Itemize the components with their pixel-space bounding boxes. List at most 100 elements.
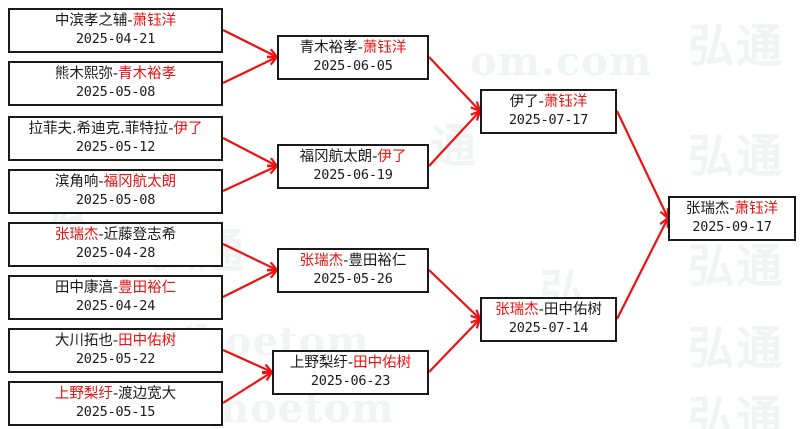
player-right: 豊田裕仁 (118, 280, 177, 297)
bracket-connector-line (428, 318, 481, 373)
bracket-connector-line (222, 269, 278, 298)
match-date: 2025-06-23 (310, 373, 391, 389)
player-separator: - (372, 149, 378, 166)
player-right: 萧钰洋 (362, 40, 407, 57)
player-left: 拉菲夫.希迪克.菲特拉 (28, 121, 169, 138)
player-separator: - (98, 174, 104, 191)
match-date: 2025-06-19 (313, 167, 393, 183)
match-players: 田中康湻-豊田裕仁 (55, 279, 176, 298)
match-date: 2025-05-15 (75, 404, 156, 420)
match-date: 2025-06-05 (313, 58, 393, 74)
player-separator: - (347, 355, 354, 372)
player-left: 青木裕孝 (299, 40, 358, 57)
match-players: 拉菲夫.希迪克.菲特拉-伊了 (29, 120, 203, 139)
bracket-connector-line (222, 371, 273, 404)
bracket-connector-line (222, 56, 278, 84)
bracket-connector-line (428, 56, 481, 112)
match-date: 2025-04-24 (75, 298, 156, 314)
match-players: 伊了-萧钰洋 (510, 93, 588, 112)
player-left: 大川拓也 (54, 333, 113, 350)
bracket-connector-arrowhead (659, 215, 670, 228)
match-players: 张瑞杰-豊田裕仁 (300, 252, 407, 271)
bracket-connector-line (222, 137, 278, 167)
match-players: 张瑞杰-田中佑树 (495, 301, 602, 320)
bracket-connector-line (222, 165, 278, 192)
match-date: 2025-05-12 (75, 139, 156, 155)
player-separator: - (127, 13, 133, 30)
player-left: 中滨孝之辅 (54, 13, 128, 30)
player-left: 张瑞杰 (299, 253, 344, 270)
bracket-connector-line (222, 348, 273, 374)
bracket-connector-arrowhead (262, 370, 275, 381)
match-date: 2025-04-21 (75, 31, 156, 47)
match-players: 张瑞杰-近藤登志希 (55, 226, 176, 245)
player-left: 上野梨纡 (54, 386, 113, 403)
match-date: 2025-07-17 (508, 112, 589, 128)
player-separator: - (168, 121, 174, 138)
player-right: 福冈航太朗 (103, 174, 177, 191)
player-separator: - (538, 302, 544, 319)
player-left: 张瑞杰 (685, 201, 730, 218)
player-left: 福冈航太朗 (299, 149, 373, 166)
watermark-text: 通 (430, 119, 478, 173)
watermark-text: 弘通 (688, 391, 784, 429)
player-right: 豊田裕仁 (348, 253, 407, 270)
player-right: 田中佑树 (353, 355, 412, 372)
bracket-connector-arrowhead (267, 268, 280, 279)
match-date: 2025-07-14 (508, 320, 589, 336)
player-left: 滨角响 (54, 174, 99, 191)
player-separator: - (98, 227, 104, 244)
bracket-connector-arrowhead (267, 55, 280, 66)
player-right: 伊了 (173, 121, 203, 138)
player-left: 熊木熙弥 (54, 66, 113, 83)
match-players: 滨角响-福冈航太朗 (55, 173, 176, 192)
watermark-text: 弘通 (688, 19, 784, 73)
bracket-connector-arrowhead (470, 317, 482, 329)
match-date: 2025-05-08 (75, 84, 156, 100)
bracket-connector-arrowhead (470, 101, 482, 113)
bracket-connector-line (428, 269, 481, 320)
match-players: 张瑞杰-萧钰洋 (686, 200, 778, 219)
player-right: 萧钰洋 (132, 13, 177, 30)
match-players: 中滨孝之辅-萧钰洋 (55, 12, 176, 31)
bracket-connector-line (616, 110, 669, 219)
match-date: 2025-05-22 (75, 351, 156, 367)
player-right: 萧钰洋 (543, 94, 588, 111)
player-separator: - (112, 333, 119, 350)
bracket-connector-line (428, 110, 481, 167)
bracket-connector-arrowhead (267, 261, 280, 272)
match-players: 青木裕孝-萧钰洋 (300, 39, 407, 58)
match-players: 上野梨纡-渡边宽大 (55, 385, 176, 404)
player-left: 张瑞杰 (495, 302, 539, 319)
player-right: 萧钰洋 (734, 201, 779, 218)
player-right: 近藤登志希 (103, 227, 177, 244)
bracket-connector-arrowhead (470, 109, 482, 121)
match-players: 福冈航太朗-伊了 (300, 148, 407, 167)
bracket-connector-line (222, 243, 278, 271)
player-separator: - (112, 386, 119, 403)
match-date: 2025-09-17 (692, 219, 772, 235)
player-left: 张瑞杰 (54, 227, 99, 244)
player-separator: - (112, 66, 119, 83)
bracket-connector-arrowhead (267, 48, 280, 59)
player-separator: - (538, 94, 544, 111)
player-right: 田中佑树 (118, 333, 177, 350)
match-date: 2025-05-26 (313, 271, 393, 287)
watermark-text: 弘通 (688, 129, 784, 183)
